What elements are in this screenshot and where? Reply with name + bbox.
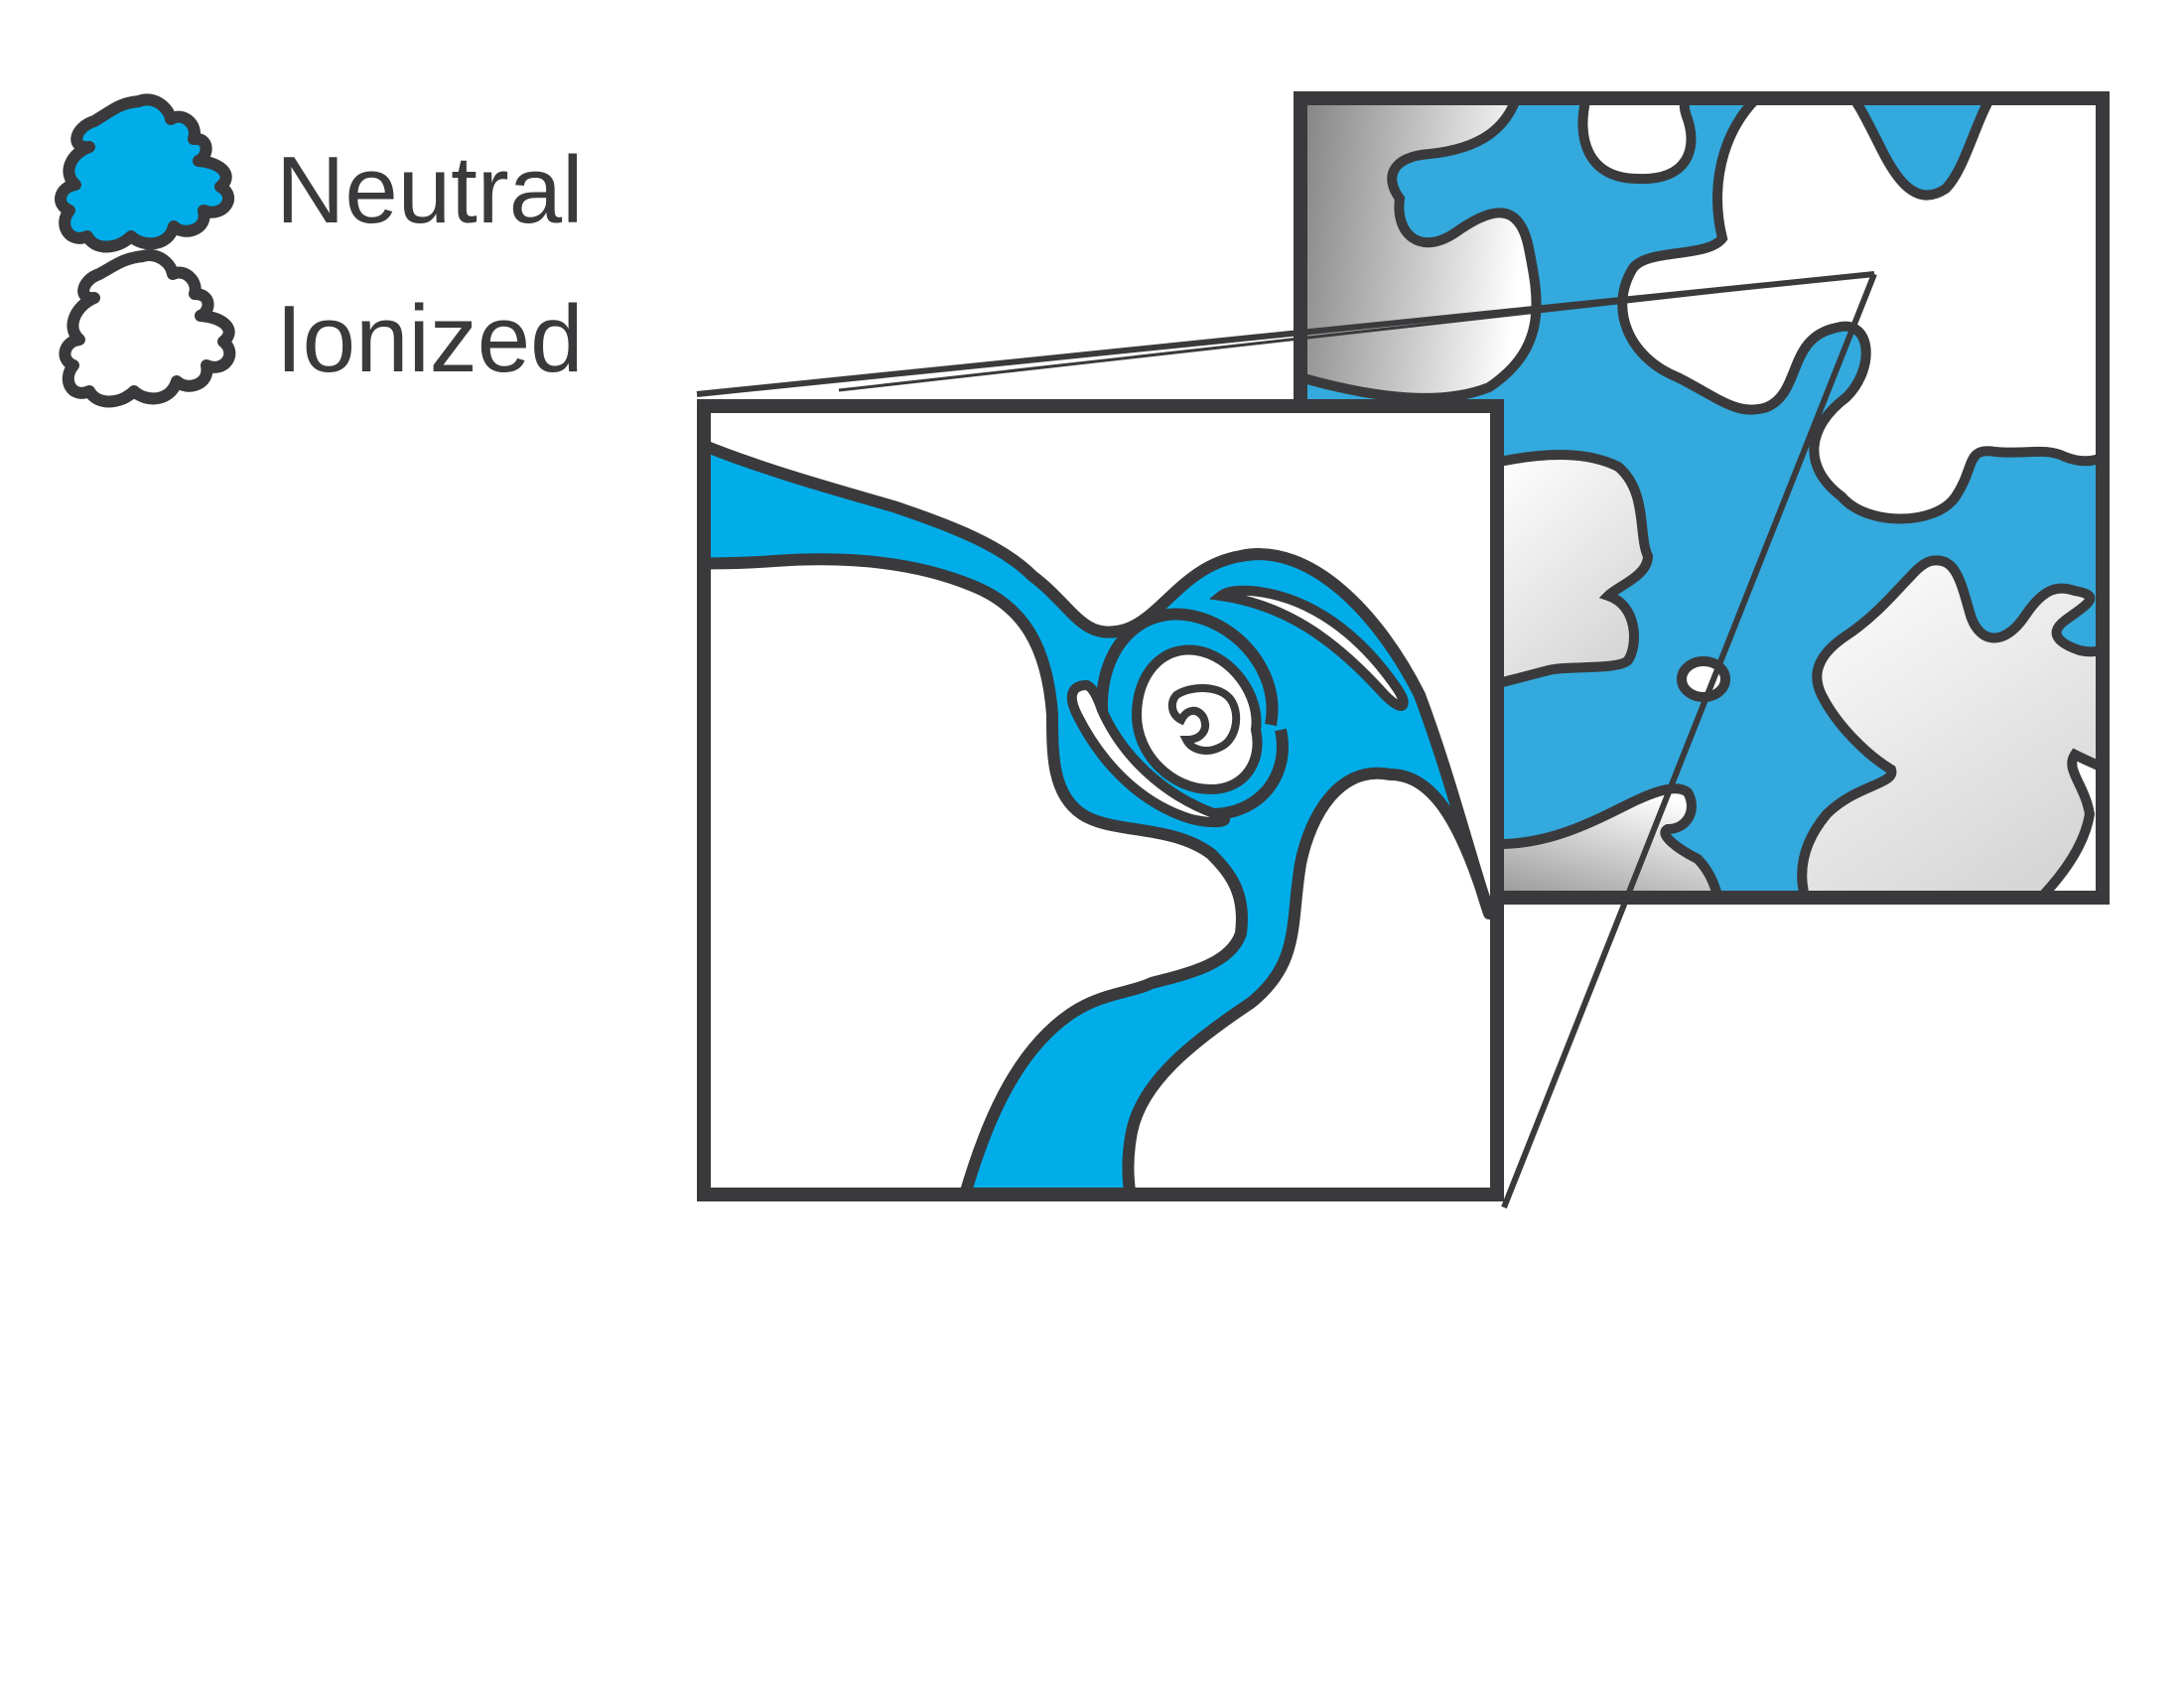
zoom-connector bbox=[696, 271, 1877, 1209]
legend: Neutral Ionized bbox=[55, 93, 584, 408]
vortex-core bbox=[1167, 684, 1241, 755]
legend-item-ionized: Ionized bbox=[59, 249, 584, 408]
zoom-line-top bbox=[696, 271, 1875, 397]
legend-item-neutral: Neutral bbox=[55, 93, 583, 253]
legend-label-ionized: Ionized bbox=[276, 286, 584, 392]
ionized-region-large-4 bbox=[1494, 450, 1654, 690]
zoom-line-bottom bbox=[1501, 272, 1877, 1209]
vortex bbox=[1066, 585, 1409, 828]
vortex-arc-left bbox=[1066, 679, 1231, 828]
small-panel-frame bbox=[697, 399, 1504, 1201]
zoom-line-top-inner bbox=[838, 272, 1875, 392]
vortex-middle-ring bbox=[1131, 644, 1263, 795]
small-scale-panel bbox=[697, 399, 1504, 1201]
ionized-region-large-7 bbox=[2033, 748, 2103, 898]
neutral-blob-icon bbox=[55, 93, 234, 253]
ionized-region-large-1 bbox=[1300, 98, 1542, 403]
vortex-arc-right bbox=[1208, 585, 1409, 711]
legend-label-neutral: Neutral bbox=[276, 137, 583, 243]
ionized-blob-icon bbox=[59, 249, 236, 408]
ionized-region-large-6 bbox=[1797, 555, 2103, 898]
